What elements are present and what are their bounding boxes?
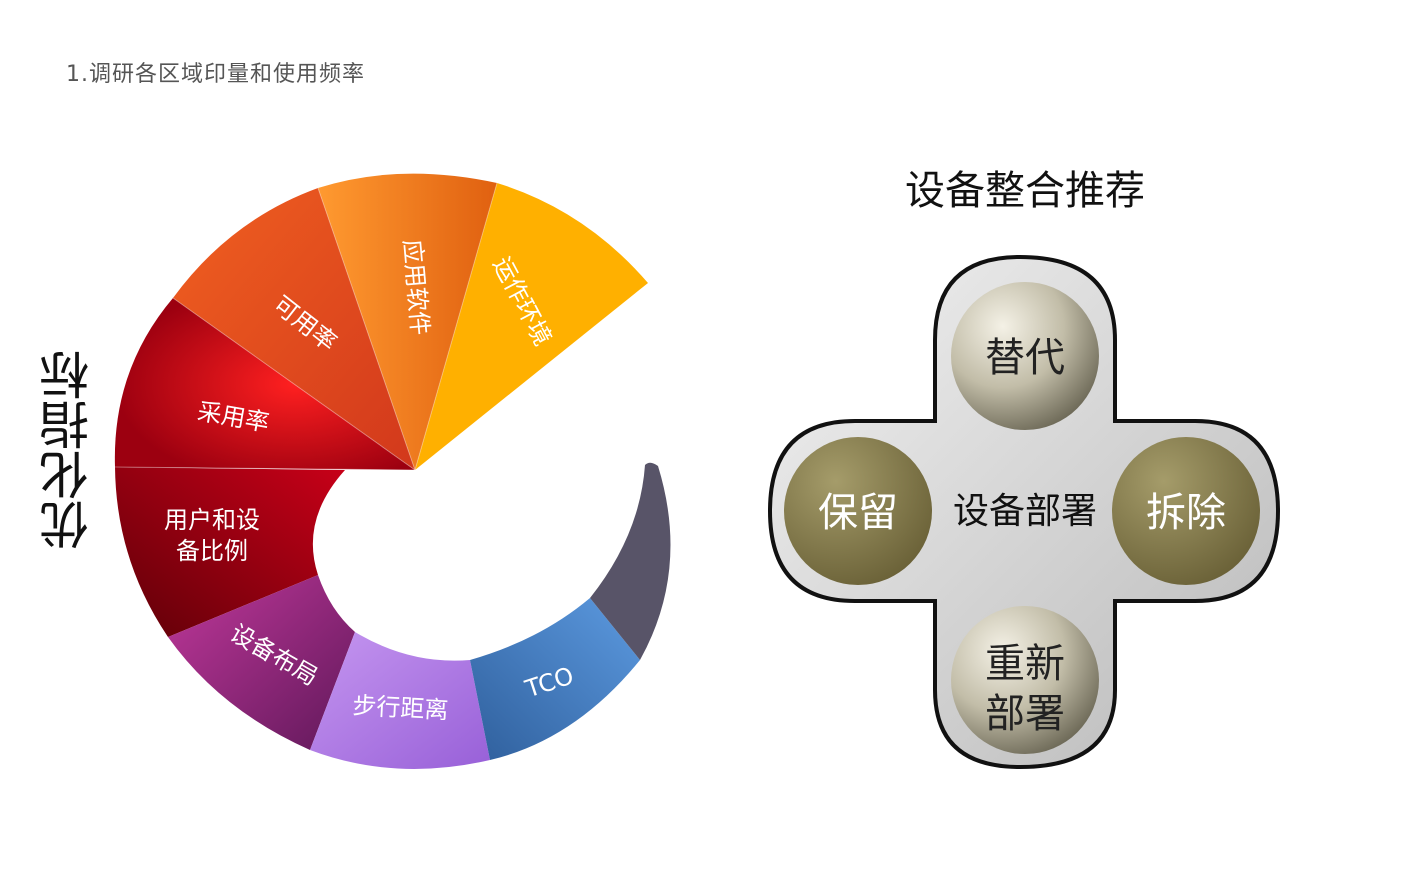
segment-operating-environment: [415, 183, 648, 470]
node-remove-ball: [1112, 437, 1260, 585]
node-retain-ball: [784, 437, 932, 585]
segment-adoption-rate: [114, 298, 415, 470]
segment-walking-distance: [310, 632, 490, 769]
node-remove-label: 拆除: [1146, 490, 1226, 536]
segment-availability: [173, 188, 415, 470]
device-deployment-cross: 替代 保留 拆除 重新 部署 设备部署: [767, 254, 1281, 770]
segment-application-software: [318, 173, 497, 471]
segment-tco: [470, 598, 640, 760]
label-walking-distance: 步行距离: [352, 692, 449, 725]
device-consolidation-title: 设备整合推荐: [905, 168, 1145, 214]
node-redeploy-label-line2: 部署: [985, 691, 1065, 737]
node-redeploy-ball: [951, 606, 1099, 754]
segment-tail: [590, 462, 671, 660]
node-retain-label: 保留: [818, 490, 898, 536]
optimization-spiral: 运作环境 应用软件 可用率 采用率 用户和设 备比例 设备布局 步行距离 TCO: [114, 173, 671, 769]
node-replace-ball: [951, 282, 1099, 430]
segment-device-layout: [168, 575, 355, 750]
node-redeploy-label-line1: 重新: [985, 641, 1065, 687]
center-label: 设备部署: [953, 491, 1097, 532]
node-replace-label: 替代: [985, 335, 1065, 381]
page-heading: 1.调研各区域印量和使用频率: [66, 62, 365, 87]
segment-user-device-ratio: [115, 467, 345, 637]
label-user-device-ratio-line1: 用户和设: [164, 506, 260, 534]
cross-panel: [767, 254, 1281, 770]
label-user-device-ratio-line2: 备比例: [176, 537, 248, 565]
